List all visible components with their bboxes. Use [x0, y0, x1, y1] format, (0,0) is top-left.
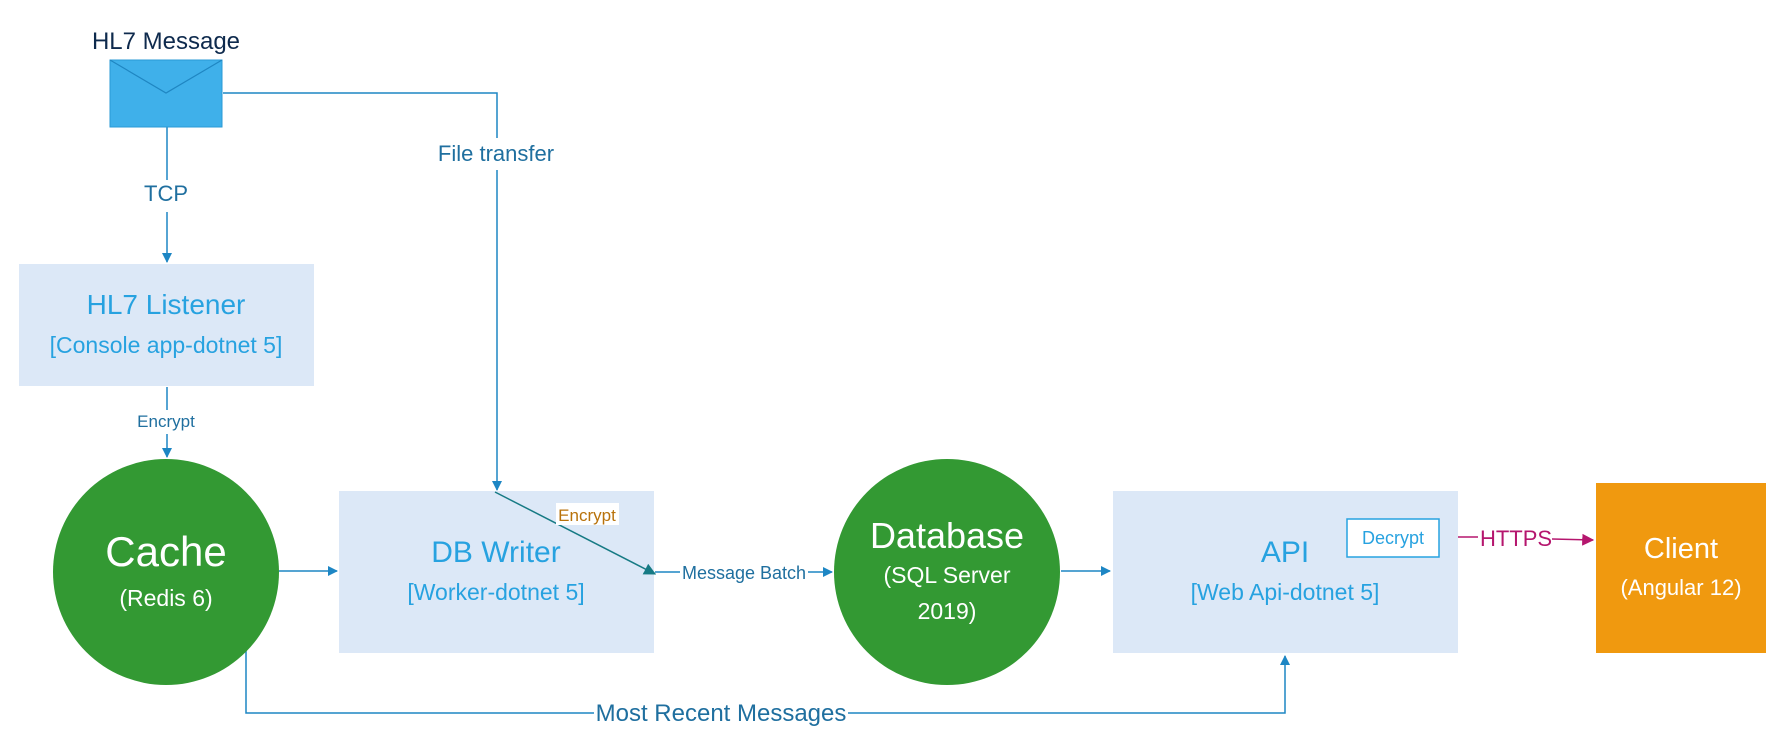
client-subtitle: (Angular 12): [1620, 575, 1741, 600]
listener-title: HL7 Listener: [87, 289, 246, 320]
database-title: Database: [870, 515, 1024, 556]
writer-title: DB Writer: [431, 536, 560, 569]
writer-subtitle: [Worker-dotnet 5]: [407, 579, 584, 605]
database-subtitle-line2: 2019): [918, 598, 977, 624]
writer-encrypt-arrow: [494, 491, 657, 575]
cache-title: Cache: [105, 528, 226, 575]
hl7-listener-node: HL7 Listener [Console app-dotnet 5]: [19, 264, 314, 386]
writer-encrypt-label: Encrypt: [558, 506, 616, 525]
listener-encrypt-label: Encrypt: [137, 412, 195, 431]
https-connector-right: [1551, 533, 1595, 546]
decrypt-label: Decrypt: [1362, 528, 1424, 548]
most-recent-label: Most Recent Messages: [596, 700, 847, 727]
client-node: Client (Angular 12): [1596, 483, 1766, 653]
tcp-label: TCP: [144, 181, 188, 206]
most-recent-connector-left: [245, 650, 594, 714]
file-transfer-connector-top: [223, 92, 498, 138]
api-title: API: [1261, 536, 1309, 569]
writer-encrypt-label-bg: [556, 503, 619, 525]
cache-subtitle: (Redis 6): [119, 585, 212, 611]
file-transfer-label: File transfer: [438, 141, 554, 166]
cache-node: Cache (Redis 6): [53, 459, 279, 685]
decrypt-box: [1346, 518, 1440, 558]
message-title: HL7 Message: [92, 28, 240, 55]
api-subtitle: [Web Api-dotnet 5]: [1191, 579, 1380, 605]
listener-subtitle: [Console app-dotnet 5]: [50, 332, 283, 358]
https-label: HTTPS: [1480, 526, 1552, 551]
database-subtitle-line1: (SQL Server: [884, 562, 1011, 588]
database-node: Database (SQL Server 2019): [834, 459, 1060, 685]
api-node: API [Web Api-dotnet 5] Decrypt: [1113, 491, 1458, 653]
client-title: Client: [1644, 533, 1718, 565]
most-recent-connector-right: [848, 655, 1290, 714]
envelope-icon: [109, 59, 223, 128]
message-batch-label: Message Batch: [682, 563, 806, 583]
